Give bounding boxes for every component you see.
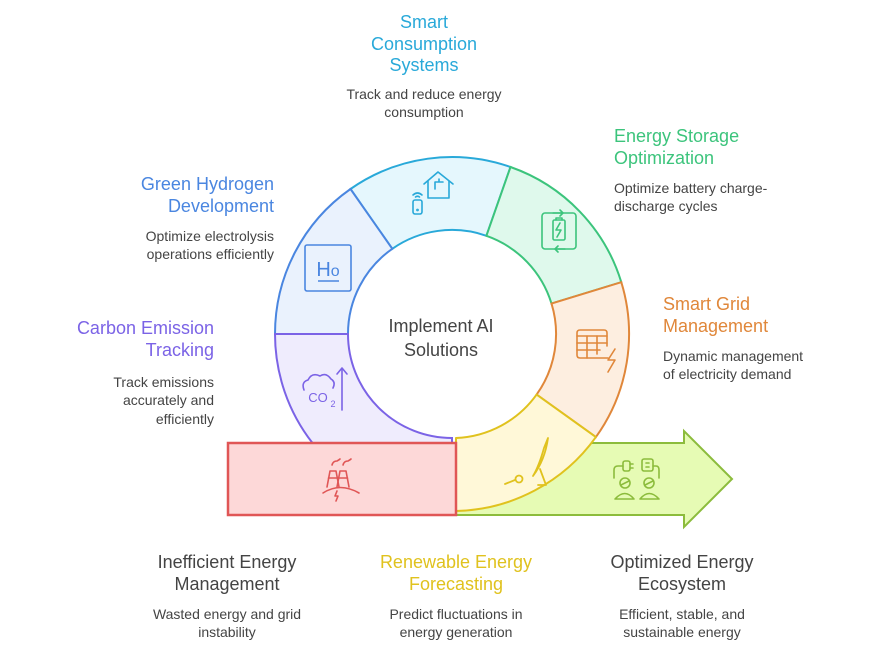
title-line: Optimization <box>614 147 715 168</box>
svg-text:CO: CO <box>308 390 328 405</box>
label-renewable-forecasting: Renewable Energy Forecasting Predict flu… <box>356 552 556 642</box>
title-line: Smart Grid <box>663 294 751 314</box>
desc-line: Optimize battery charge- <box>614 180 768 197</box>
center-title-line2: Solutions <box>404 340 478 360</box>
title-line: Energy Storage <box>614 126 740 146</box>
title-line: Optimized Energy <box>610 552 754 572</box>
desc-line: Track emissions <box>113 374 214 391</box>
title-line: Tracking <box>145 339 214 360</box>
title-line: Consumption <box>370 33 478 54</box>
co2-rising-icon: CO 2 <box>302 367 348 411</box>
title-line: Ecosystem <box>637 573 727 594</box>
title-line: Management <box>663 315 769 336</box>
title-line: Smart <box>399 12 448 32</box>
label-green-hydrogen: Green Hydrogen Development Optimize elec… <box>74 174 274 264</box>
smart-home-icon <box>412 171 454 215</box>
svg-text:2: 2 <box>330 399 335 409</box>
label-energy-storage: Energy Storage Optimization Optimize bat… <box>614 126 834 216</box>
desc-line: consumption <box>384 103 464 120</box>
solar-panel-icon <box>504 437 549 486</box>
title-line: Renewable Energy <box>379 552 533 572</box>
desc-line: operations efficiently <box>146 246 274 263</box>
title-line: Development <box>167 195 274 216</box>
label-smart-consumption: Smart Consumption Systems Track and redu… <box>324 12 524 121</box>
desc-line: Track and reduce energy <box>346 85 502 102</box>
title-line: Systems <box>389 55 459 76</box>
grid-lightning-icon <box>576 329 616 373</box>
segment-energy-storage[interactable] <box>485 165 623 305</box>
plug-connection-icon <box>613 458 660 500</box>
power-plant-icon <box>322 458 360 502</box>
label-carbon-tracking: Carbon Emission Tracking Track emissions… <box>14 318 214 428</box>
desc-line: Optimize electrolysis <box>145 228 274 245</box>
desc-line: Wasted energy and grid <box>152 606 302 623</box>
desc-line: energy generation <box>399 624 513 641</box>
desc-line: Efficient, stable, and <box>619 606 745 623</box>
title-line: Inefficient Energy <box>157 552 297 572</box>
label-smart-grid: Smart Grid Management Dynamic management… <box>663 294 863 384</box>
center-title-line1: Implement AI <box>388 316 493 336</box>
desc-line: efficiently <box>155 410 214 427</box>
hydrogen-element-icon: Ho <box>304 244 352 292</box>
label-inefficient: Inefficient Energy Management Wasted ene… <box>127 552 327 642</box>
desc-line: accurately and <box>122 392 214 409</box>
segment-renewable-forecasting[interactable] <box>455 393 597 516</box>
desc-line: Predict fluctuations in <box>389 606 523 623</box>
label-optimized: Optimized Energy Ecosystem Efficient, st… <box>582 552 782 642</box>
title-line: Green Hydrogen <box>140 174 274 194</box>
inefficient-box[interactable] <box>226 441 458 517</box>
desc-line: discharge cycles <box>614 198 718 215</box>
segment-green-hydrogen[interactable] <box>273 187 394 335</box>
svg-text:Ho: Ho <box>316 259 339 281</box>
desc-line: of electricity demand <box>663 366 792 383</box>
desc-line: sustainable energy <box>623 624 741 641</box>
title-line: Forecasting <box>408 573 504 594</box>
desc-line: instability <box>198 624 256 641</box>
desc-line: Dynamic management <box>663 348 804 365</box>
segment-carbon-tracking[interactable] <box>273 333 453 444</box>
title-line: Management <box>174 573 280 594</box>
battery-cycle-icon <box>541 209 577 253</box>
title-line: Carbon Emission <box>76 318 214 338</box>
